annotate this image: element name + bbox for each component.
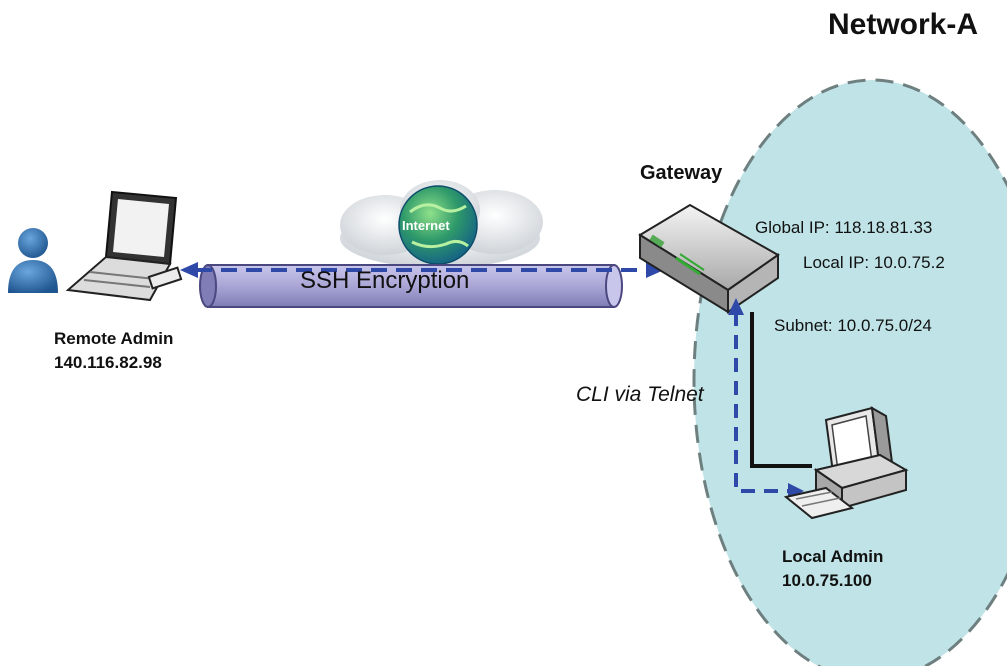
gateway-global-ip: Global IP: 118.18.81.33 — [755, 218, 933, 237]
laptop-icon — [65, 190, 183, 302]
remote-admin-label: Remote Admin 140.116.82.98 — [54, 327, 173, 375]
internet-label: Internet — [402, 218, 450, 233]
remote-admin-ip: 140.116.82.98 — [54, 353, 162, 372]
cli-via-telnet-label: CLI via Telnet — [576, 383, 704, 406]
internet-globe-icon — [398, 185, 478, 265]
ssh-encryption-label: SSH Encryption — [300, 267, 470, 294]
local-admin-name: Local Admin — [782, 547, 884, 566]
network-a-title: Network-A — [828, 8, 979, 41]
gateway-router-icon — [638, 203, 780, 314]
gateway-local-ip: Local IP: 10.0.75.2 — [803, 253, 945, 272]
remote-user-icon — [8, 228, 58, 293]
desktop-computer-icon — [783, 406, 909, 520]
lan-link-line — [750, 312, 812, 468]
remote-admin-name: Remote Admin — [54, 329, 174, 348]
arrowhead-left-icon — [180, 262, 198, 278]
local-admin-ip: 10.0.75.100 — [782, 571, 872, 590]
local-admin-label: Local Admin 10.0.75.100 — [782, 545, 883, 593]
arrowhead-up-icon — [728, 298, 744, 315]
gateway-subnet: Subnet: 10.0.75.0/24 — [774, 316, 932, 335]
network-a-region — [692, 78, 1007, 666]
gateway-title: Gateway — [640, 162, 723, 184]
arrowhead-right-icon — [646, 262, 664, 278]
telnet-dashed-line — [734, 312, 790, 493]
